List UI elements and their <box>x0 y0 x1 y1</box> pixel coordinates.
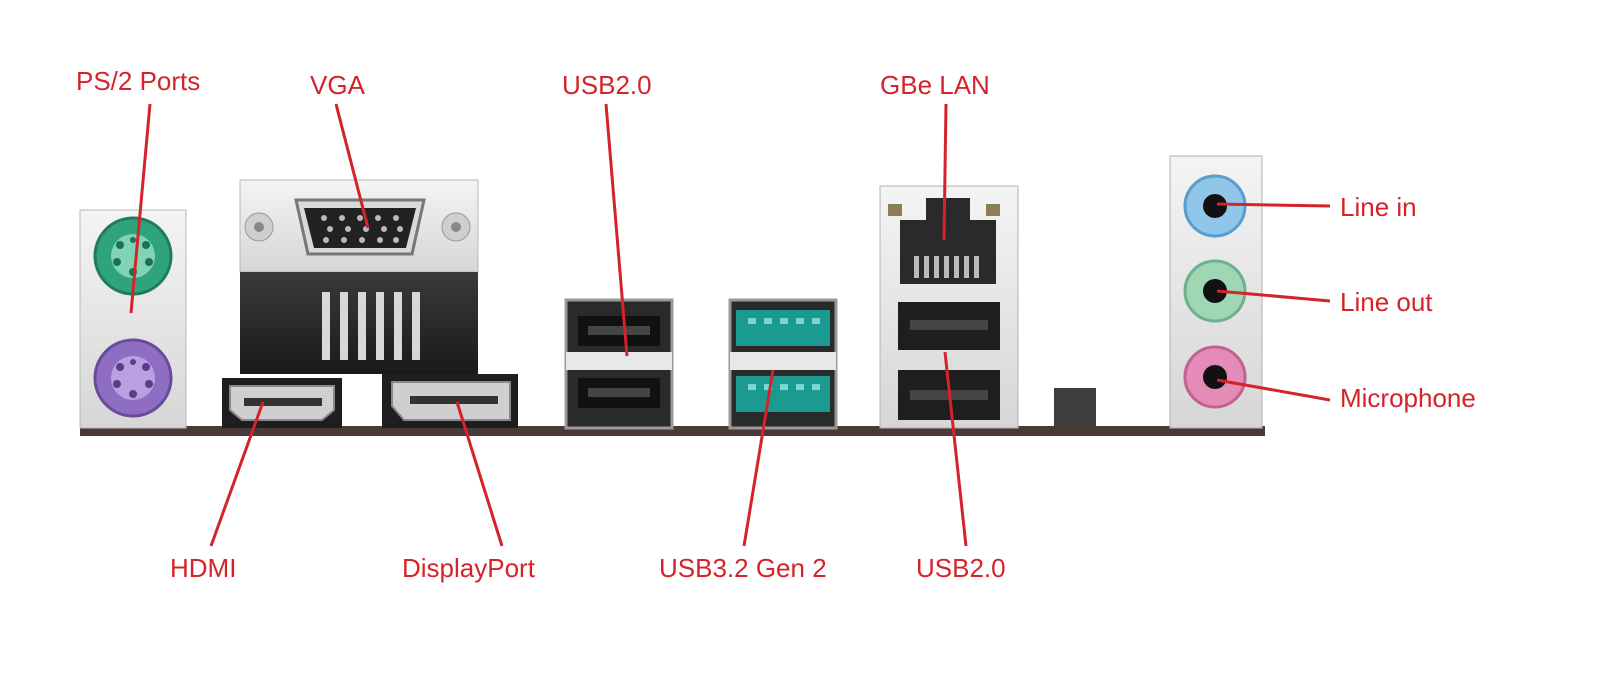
label-hdmi: HDMI <box>170 553 237 583</box>
audio-jack-icon <box>1169 155 1263 429</box>
label-displayport: DisplayPort <box>402 553 535 583</box>
usb-port-icon <box>728 298 838 430</box>
leader-line-vga <box>334 103 370 229</box>
leader-line-usb32 <box>742 369 775 547</box>
label-ps2-ports: PS/2 Ports <box>76 66 201 96</box>
label-usb20-bottom: USB2.0 <box>916 553 1006 583</box>
label-line-out: Line out <box>1340 287 1433 317</box>
leader-line-usb20-top <box>604 103 629 357</box>
pcb-component <box>1054 388 1096 426</box>
displayport-connector-icon <box>382 374 518 428</box>
label-microphone: Microphone <box>1340 383 1476 413</box>
leader-line-usb20-bottom <box>943 351 968 547</box>
leader-line-line-out <box>1216 289 1331 303</box>
usb-port-icon <box>564 298 674 430</box>
pcb-edge <box>80 426 1265 436</box>
vga-connector-icon <box>239 179 479 374</box>
label-usb20-top: USB2.0 <box>562 70 652 100</box>
hdmi-connector-icon <box>222 378 342 428</box>
leader-lines <box>129 103 1331 547</box>
ps2-connector-icon <box>79 209 187 429</box>
leader-line-ps2 <box>129 103 152 314</box>
label-gbe-lan: GBe LAN <box>880 70 990 100</box>
label-vga: VGA <box>310 70 365 100</box>
label-line-in: Line in <box>1340 192 1417 222</box>
leader-line-gbe-lan <box>942 103 948 241</box>
leader-line-hdmi <box>209 401 265 547</box>
leader-line-line-in <box>1216 202 1331 208</box>
leader-line-displayport <box>455 401 504 547</box>
label-usb32-gen2: USB3.2 Gen 2 <box>659 553 827 583</box>
leader-line-microphone <box>1216 378 1331 402</box>
